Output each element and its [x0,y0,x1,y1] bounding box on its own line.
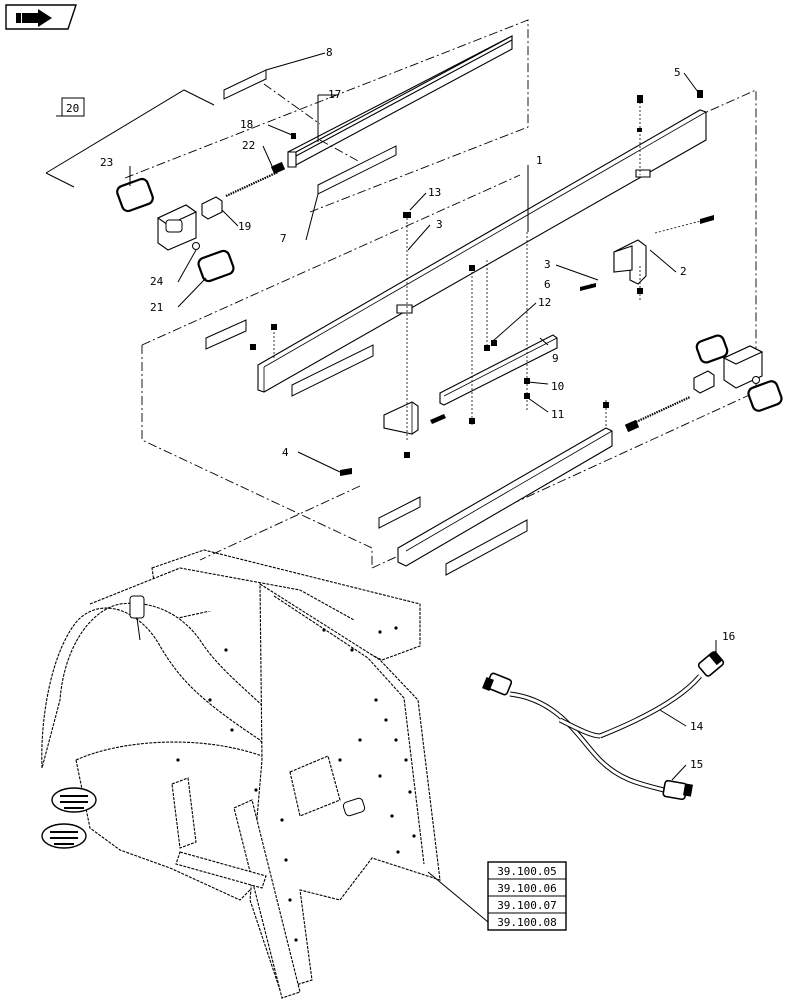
callout-16: 16 [722,630,735,643]
callout-22: 22 [242,139,255,152]
decal-7 [317,145,397,195]
decal-left-a [205,319,247,350]
callout-15: 15 [690,758,703,771]
reference-link-1[interactable]: 39.100.06 [497,882,557,895]
callout-24: 24 [150,275,164,288]
upper-frame [124,19,529,213]
callout-19: 19 [238,220,251,233]
callout-2: 2 [680,265,687,278]
decal-8 [223,69,267,100]
main-frame [141,89,757,569]
callout-3b: 3 [544,258,551,271]
reference-link-3[interactable]: 39.100.08 [497,916,557,929]
reference-link-2[interactable]: 39.100.07 [497,899,557,912]
callout-1: 1 [536,154,543,167]
callout-20: 20 [66,102,79,115]
panel-holes [176,626,416,942]
cab-frame [41,485,441,999]
bar-17 [287,35,513,168]
decal-left-b [291,344,374,397]
callout-17: 17 [328,88,341,101]
bar-lower [397,427,613,567]
reference-table: 39.100.05 39.100.06 39.100.07 39.100.08 [487,861,567,931]
decal-lower-a [378,496,421,529]
reference-link-0[interactable]: 39.100.05 [497,865,557,878]
callout-12: 12 [538,296,551,309]
callout-7: 7 [280,232,287,245]
callout-14: 14 [690,720,704,733]
callout-9: 9 [552,352,559,365]
callout-18: 18 [240,118,253,131]
back-arrow-icon[interactable] [5,4,77,30]
left-light-assembly [116,133,296,283]
fasteners [250,90,714,476]
callout-box-20 [61,97,85,117]
bracket-2 [613,239,647,285]
callout-13: 13 [428,186,441,199]
callout-5: 5 [674,66,681,79]
callout-23: 23 [100,156,113,169]
decal-lower-b [445,519,528,576]
leader-lines [129,52,717,923]
callout-6: 6 [544,278,551,291]
callout-4: 4 [282,446,289,459]
callout-10: 10 [551,380,564,393]
bracket-lower [383,401,419,435]
main-bar-1 [257,109,707,393]
channel-9 [439,334,558,406]
callout-3a: 3 [436,218,443,231]
callout-labels: 1 2 3 3 4 5 6 7 8 9 10 11 12 13 14 15 16… [66,46,735,771]
wiring-harness [482,650,725,801]
callout-21: 21 [150,301,163,314]
right-light-assembly [624,334,783,433]
callout-11: 11 [551,408,564,421]
callout-8: 8 [326,46,333,59]
